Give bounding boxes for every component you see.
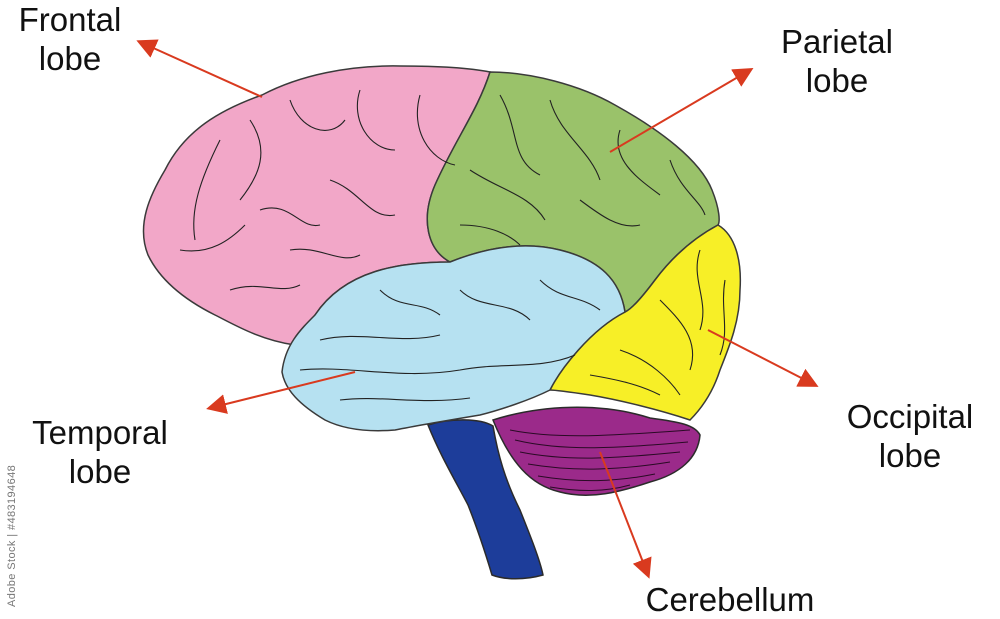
occipital-sulci bbox=[589, 249, 726, 396]
temporal-lobe-label-line2: lobe bbox=[68, 453, 132, 490]
frontal-lobe-label-line1: Frontal bbox=[18, 1, 122, 38]
parietal-lobe-label-line1: Parietal bbox=[781, 23, 893, 60]
stock-watermark: Adobe Stock | #483194648 bbox=[5, 378, 19, 608]
occipital-lobe-label-line2: lobe bbox=[878, 437, 942, 474]
occipital-lobe-region bbox=[548, 224, 742, 421]
temporal-lobe-label-line1: Temporal bbox=[32, 414, 168, 451]
cerebellum-label-line1: Cerebellum bbox=[645, 581, 815, 618]
brainstem-region bbox=[427, 419, 544, 580]
occipital-arrow bbox=[707, 329, 819, 387]
occipital-lobe-label: Occipital lobe bbox=[825, 397, 995, 475]
parietal-arrow bbox=[609, 67, 754, 153]
frontal-sulci bbox=[179, 89, 456, 291]
cerebellum-folds bbox=[509, 429, 691, 491]
temporal-sulci bbox=[299, 279, 601, 402]
stock-watermark-text: Adobe Stock | #483194648 bbox=[6, 464, 18, 607]
parietal-sulci bbox=[459, 94, 706, 246]
cerebellum-region bbox=[492, 406, 701, 497]
frontal-arrow bbox=[136, 39, 263, 98]
occipital-lobe-label-line1: Occipital bbox=[846, 398, 974, 435]
cerebellum-arrow bbox=[599, 451, 652, 579]
parietal-lobe-label-line2: lobe bbox=[805, 62, 869, 99]
temporal-lobe-region bbox=[281, 245, 626, 432]
frontal-lobe-label-line2: lobe bbox=[38, 40, 102, 77]
frontal-lobe-label: Frontal lobe bbox=[0, 0, 140, 78]
parietal-lobe-label: Parietal lobe bbox=[752, 22, 922, 100]
temporal-arrow bbox=[206, 371, 356, 414]
cerebellum-label: Cerebellum bbox=[600, 580, 860, 619]
temporal-lobe-label: Temporal lobe bbox=[0, 413, 200, 491]
